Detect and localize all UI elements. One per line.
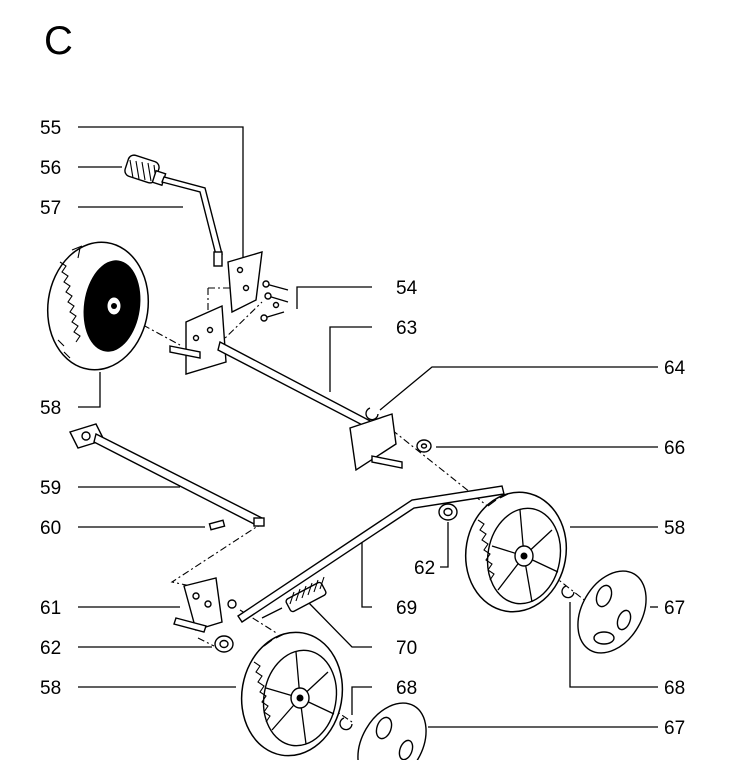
- upper-axle-part: [169, 304, 403, 472]
- hubcap-bottom-part: [357, 702, 427, 760]
- callout-61: 61: [40, 598, 61, 619]
- callout-64: 64: [664, 358, 686, 379]
- callout-58-right: 58: [664, 518, 685, 539]
- bolts-part: [260, 280, 289, 322]
- callout-70: 70: [396, 638, 417, 659]
- callout-56: 56: [40, 158, 61, 179]
- section-letter: C: [44, 19, 73, 63]
- callout-66: 66: [664, 438, 685, 459]
- callout-58-bottom: 58: [40, 678, 61, 699]
- callout-58-top: 58: [40, 398, 61, 419]
- pin-part: [208, 519, 226, 531]
- spring-part: [261, 576, 327, 619]
- front-bracket-part: [173, 577, 237, 633]
- leader-lines: [78, 126, 658, 728]
- callout-63: 63: [396, 318, 417, 339]
- callout-59: 59: [40, 478, 61, 499]
- callout-62-left: 62: [40, 638, 61, 659]
- callout-67-bottom: 67: [664, 718, 685, 739]
- callout-labels: 55 56 57 54 63 64 58 66 59 58 60 62 61 6…: [40, 118, 686, 739]
- clip-right-part: [561, 585, 575, 599]
- callout-69: 69: [396, 598, 417, 619]
- clip-bottom-part: [339, 717, 353, 731]
- callout-67-right: 67: [664, 598, 685, 619]
- callout-54: 54: [396, 278, 418, 299]
- callout-57: 57: [40, 198, 61, 219]
- wheel-top-left-part: [46, 241, 150, 371]
- callout-60: 60: [40, 518, 61, 539]
- wheel-right-part: [464, 491, 568, 613]
- washer-part: [416, 439, 432, 453]
- callout-68-right: 68: [664, 678, 685, 699]
- assembly-lines: [129, 287, 593, 723]
- clip-part: [365, 407, 379, 421]
- handle-grip-part: [124, 154, 167, 187]
- callout-62-right: 62: [414, 558, 435, 579]
- link-bar-part: [237, 485, 505, 623]
- wheel-bottom-part: [240, 631, 344, 757]
- bushing-left-part: [214, 635, 234, 653]
- callout-55: 55: [40, 118, 61, 139]
- height-adjust-lever-part: [161, 176, 223, 267]
- callout-68-left: 68: [396, 678, 417, 699]
- lever-plate-part: [227, 251, 263, 314]
- bushing-right-part: [438, 503, 458, 521]
- rear-axle-part: [69, 423, 265, 527]
- hubcap-right-part: [577, 570, 647, 654]
